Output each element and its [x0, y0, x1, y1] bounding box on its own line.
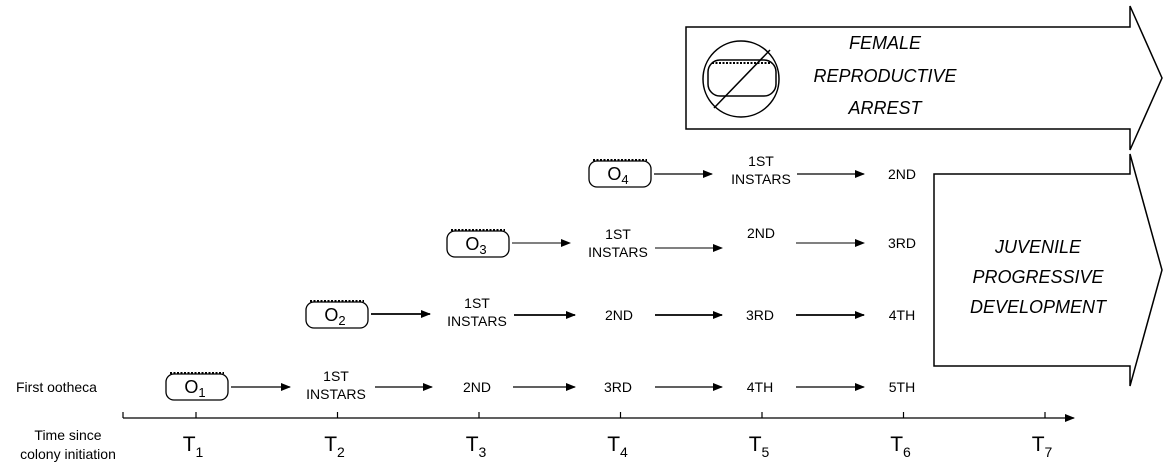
stage-label-instars: INSTARS [306, 386, 366, 402]
juvenile-label-line-1: JUVENILE [994, 237, 1082, 257]
time-tick-label: T1 [183, 433, 204, 460]
svg-text:O1: O1 [184, 377, 205, 400]
juvenile-label-line-2: PROGRESSIVE [972, 267, 1104, 287]
stage-label-2nd: 2ND [463, 379, 491, 395]
ootheca-o2: O2 [305, 300, 369, 329]
first-ootheca-label: First ootheca [16, 379, 97, 395]
arrest-label-line-2: REPRODUCTIVE [813, 66, 957, 86]
axis-title-line-2: colony initiation [20, 446, 116, 462]
stage-label-1st: 1ST [323, 368, 349, 384]
svg-text:O3: O3 [465, 234, 486, 257]
svg-text:O2: O2 [324, 305, 345, 328]
arrest-label-line-3: ARREST [847, 98, 923, 118]
ootheca-o1: O1 [165, 372, 229, 401]
stage-label-1st: 1ST [605, 226, 631, 242]
stage-label-5th: 5TH [889, 379, 915, 395]
axis-title-line-1: Time since [34, 427, 101, 443]
time-tick-label: T7 [1032, 433, 1053, 460]
time-tick-label: T2 [324, 433, 345, 460]
juvenile-progressive-development-arrow [933, 153, 1163, 387]
female-reproductive-arrest-arrow [685, 5, 1163, 151]
svg-text:O4: O4 [607, 164, 628, 187]
no-ootheca-icon [702, 40, 780, 118]
juvenile-label-line-3: DEVELOPMENT [970, 297, 1108, 317]
stage-label-3rd: 3RD [604, 379, 632, 395]
ootheca-o4: O4 [588, 159, 652, 188]
stage-label-1st: 1ST [464, 295, 490, 311]
stage-label-2nd: 2ND [888, 166, 916, 182]
stage-label-2nd: 2ND [605, 307, 633, 323]
stage-label-4th: 4TH [889, 307, 915, 323]
time-ticks: T1 T2 T3 T4 T5 T6 T7 [183, 412, 1053, 460]
stage-label-2nd: 2ND [747, 225, 775, 241]
time-tick-label: T3 [466, 433, 487, 460]
time-tick-label: T6 [890, 433, 911, 460]
ootheca-o3: O3 [446, 229, 510, 258]
stage-label-instars: INSTARS [731, 171, 791, 187]
time-tick-label: T4 [607, 433, 628, 460]
stage-label-1st: 1ST [748, 153, 774, 169]
stage-label-4th: 4TH [747, 379, 773, 395]
stage-label-instars: INSTARS [588, 244, 648, 260]
arrest-label-line-1: FEMALE [849, 33, 922, 53]
time-tick-label: T5 [749, 433, 770, 460]
stage-label-instars: INSTARS [447, 313, 507, 329]
stage-label-3rd: 3RD [888, 235, 916, 251]
stage-label-3rd: 3RD [746, 307, 774, 323]
